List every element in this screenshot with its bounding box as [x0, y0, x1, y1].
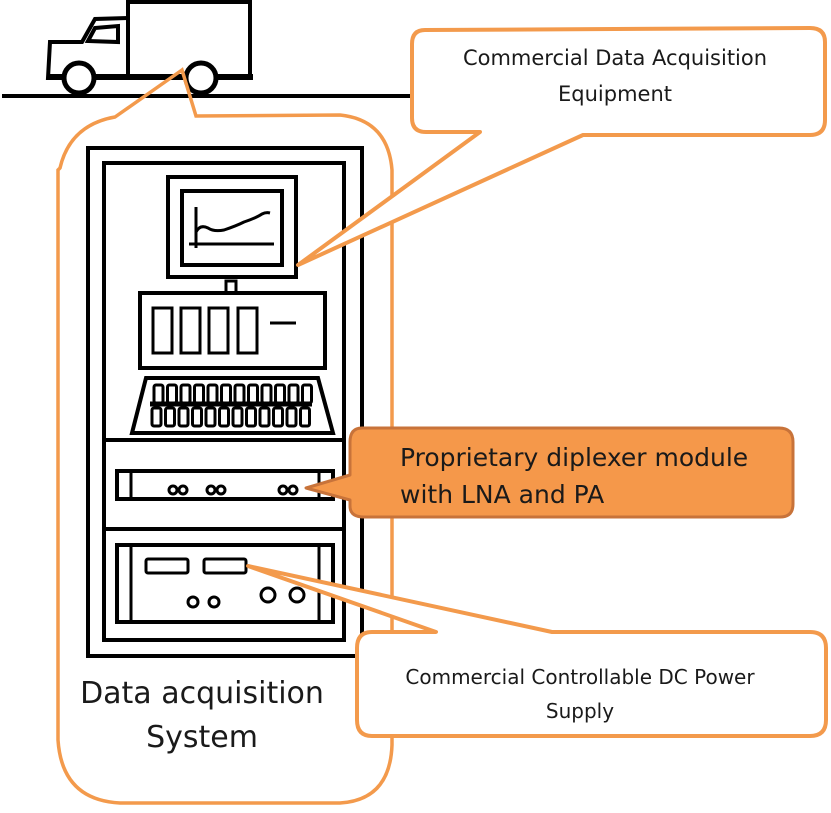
- callout-daq-equipment: Commercial Data Acquisition Equipment: [296, 26, 827, 267]
- keyboard-key: [206, 383, 219, 405]
- keyboard-key: [220, 383, 232, 405]
- callout-daq-equipment-line1: Commercial Data Acquisition: [463, 46, 767, 70]
- keyboard-key: [179, 383, 192, 405]
- keyboard-key: [287, 383, 300, 405]
- callout-power-supply-line2: Supply: [546, 699, 614, 723]
- keyboard-key: [231, 406, 244, 428]
- keyboard-key: [299, 406, 311, 428]
- daq-unit-icon: [138, 291, 327, 370]
- keyboard-key: [285, 406, 298, 428]
- keyboard-key: [177, 406, 190, 428]
- keyboard-key: [218, 406, 230, 428]
- callout-diplexer: Proprietary diplexer module with LNA and…: [304, 426, 795, 519]
- keyboard-key: [152, 383, 165, 405]
- keyboard-icon: [129, 376, 336, 435]
- keyboard-key: [258, 406, 271, 428]
- keyboard-key: [245, 406, 257, 428]
- callout-diplexer-line1: Proprietary diplexer module: [400, 443, 748, 472]
- keyboard-key: [247, 383, 259, 405]
- keyboard-key: [193, 383, 205, 405]
- monitor-icon: [166, 175, 298, 295]
- keyboard-key: [191, 406, 203, 428]
- rack-icon: [86, 146, 364, 658]
- keyboard-key: [150, 406, 163, 428]
- keyboard-key: [272, 406, 284, 428]
- system-label-line2: System: [146, 720, 258, 755]
- keyboard-key: [204, 406, 217, 428]
- keyboard-key: [301, 383, 313, 405]
- keyboard-key: [274, 383, 286, 405]
- keyboard-key: [260, 383, 273, 405]
- callout-power-supply: Commercial Controllable DC Power Supply: [246, 564, 828, 738]
- callout-daq-equipment-line2: Equipment: [558, 82, 672, 106]
- diplexer-module-icon: [115, 469, 335, 501]
- callout-diplexer-line2: with LNA and PA: [400, 480, 604, 509]
- truck-icon: [45, 0, 253, 96]
- system-callout-outline: [56, 67, 394, 805]
- keyboard-key: [166, 383, 178, 405]
- callout-power-supply-line1: Commercial Controllable DC Power: [405, 665, 755, 689]
- keyboard-key: [233, 383, 246, 405]
- system-label-line1: Data acquisition: [80, 676, 324, 711]
- keyboard-key: [164, 406, 176, 428]
